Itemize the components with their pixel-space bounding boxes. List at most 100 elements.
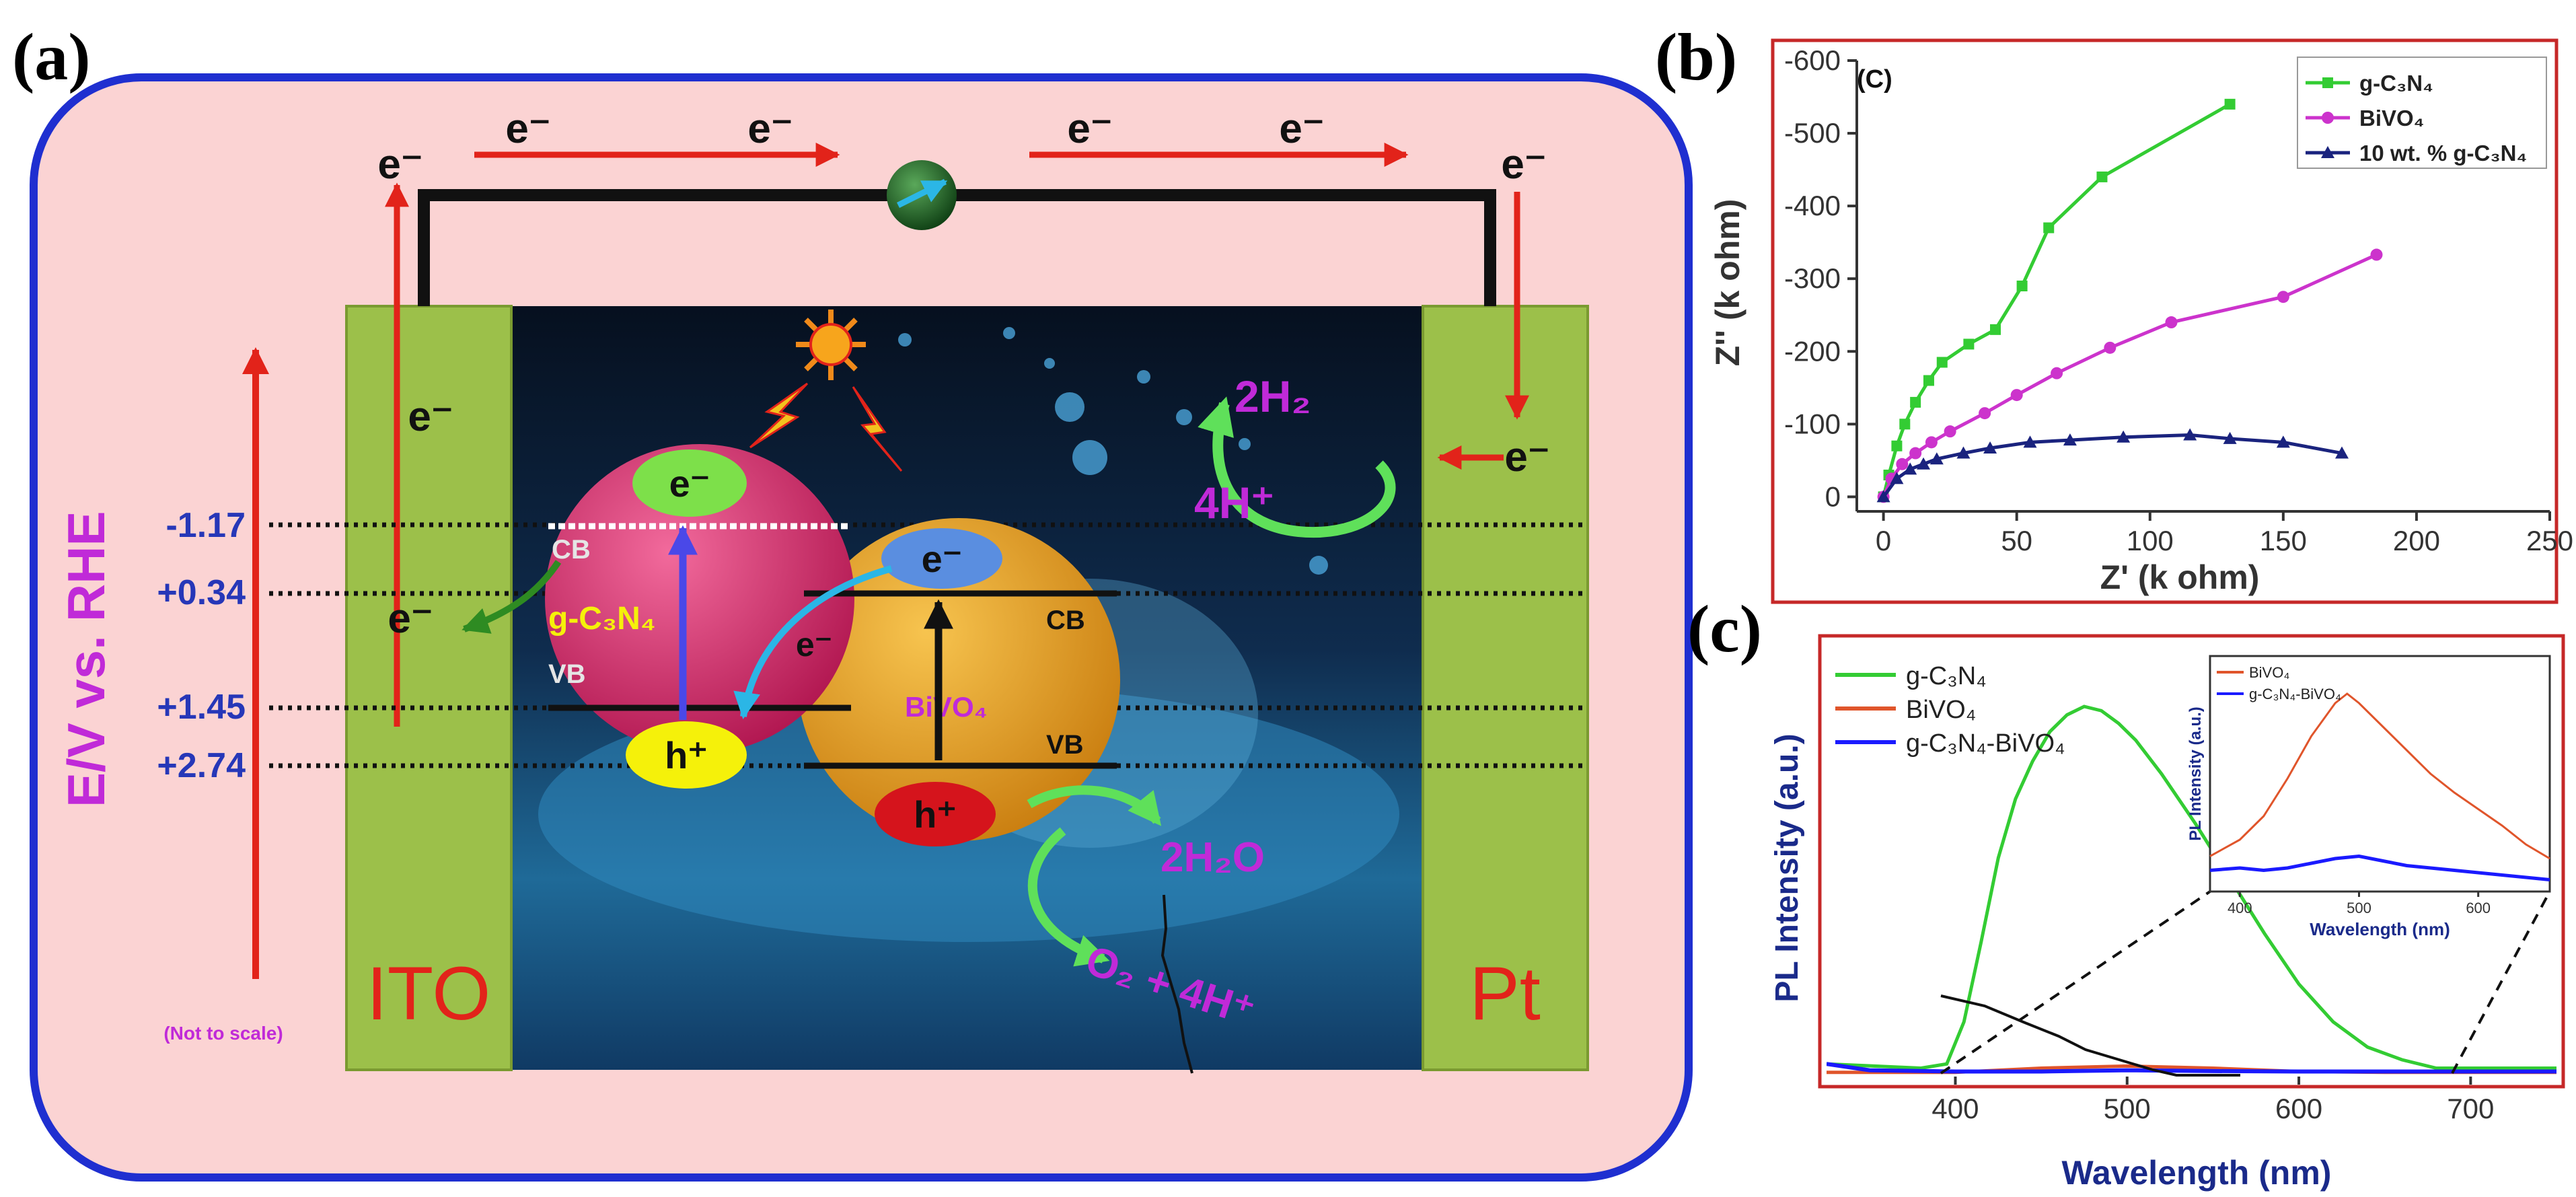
bivo4-hole-oval (875, 782, 996, 846)
water-droplets (898, 327, 1328, 575)
panel-b-inset-tag: (C) (1857, 65, 1892, 94)
y-tick-label: -100 (1784, 408, 1841, 439)
inset-x-tick-label: 600 (2466, 900, 2491, 916)
panel-b-ylabel: Z'' (k ohm) (1709, 199, 1746, 367)
data-point (2277, 291, 2289, 303)
oxygen-evolution-arrow (1027, 827, 1110, 967)
data-point (1891, 440, 1903, 451)
y-tick-label: -300 (1784, 262, 1841, 294)
data-point (1925, 436, 1938, 449)
electron-label: e⁻ (408, 394, 453, 440)
data-point (1903, 462, 1917, 475)
panel-a-letter: (a) (12, 20, 91, 94)
electron-label: e⁻ (388, 595, 433, 642)
electron-label: e⁻ (505, 106, 550, 152)
electron-label: e⁻ (922, 538, 963, 580)
potential-label: +2.74 (157, 746, 246, 785)
potential-label: +0.34 (157, 573, 246, 612)
data-point (1944, 425, 1956, 438)
data-point (1990, 324, 2001, 335)
x-tick-label: 700 (2447, 1093, 2494, 1124)
data-point (2063, 433, 2077, 446)
svg-text:E/V vs.RHE: E/V vs. RHE (57, 511, 116, 807)
y-tick-label: -600 (1784, 44, 1841, 76)
y-tick-label: -500 (1784, 117, 1841, 149)
crack-line (1161, 894, 1193, 1074)
data-point (1896, 458, 1909, 470)
axis-title: E/V vs. RHE (57, 511, 116, 807)
data-point (2335, 446, 2349, 459)
inset-x-tick-label: 400 (2228, 900, 2252, 916)
electron-label: e⁻ (796, 626, 832, 663)
x-tick-label: 600 (2275, 1093, 2322, 1124)
inset-frame (2209, 655, 2551, 893)
electron-label: e⁻ (1279, 106, 1324, 152)
sun-icon (796, 310, 866, 380)
x-tick-label: 100 (2127, 525, 2174, 556)
x-tick-label: 0 (1876, 525, 1891, 556)
data-point (1963, 338, 1975, 350)
data-point (2165, 316, 2178, 329)
inset-series-line (2209, 854, 2550, 881)
electron-label: e⁻ (1501, 141, 1546, 188)
plot-area (1876, 98, 2383, 503)
data-point (2276, 435, 2290, 448)
series-line (1827, 704, 2556, 1071)
data-point (1899, 419, 1911, 430)
data-point (2183, 428, 2197, 441)
h2-evolution-arrow (1198, 396, 1396, 538)
legend-label: g-C₃N₄ (2359, 71, 2433, 96)
potential-label: +1.45 (157, 688, 246, 727)
legend-label: 10 wt. % g-C₃N₄ (2359, 141, 2527, 166)
ito-label: ITO (367, 951, 491, 1036)
electron-label: e⁻ (1504, 434, 1549, 480)
hole-label: h⁺ (665, 734, 708, 776)
load-arrow (896, 178, 948, 209)
y-tick-label: -200 (1784, 335, 1841, 367)
data-point (2043, 222, 2055, 233)
electron-label: e⁻ (669, 462, 710, 505)
y-tick-label: 0 (1825, 480, 1841, 512)
data-point (1909, 447, 1922, 460)
data-point (1929, 452, 1944, 465)
stray-trace (1940, 994, 2240, 1077)
panel-b-xlabel: Z' (k ohm) (2100, 558, 2260, 596)
bivo4-cb-label: CB (1046, 606, 1085, 635)
electron-transfer-arrow (733, 565, 893, 719)
gcn-label: g-C₃N₄ (548, 601, 656, 637)
data-point (1910, 396, 1921, 408)
zoom-guide (1940, 890, 2211, 1075)
legend-marker (2321, 146, 2334, 158)
inset-legend-label: BiVO₄ (2249, 664, 2289, 681)
data-point (2117, 430, 2131, 443)
bivo4-label: BiVO₄ (905, 691, 988, 723)
gcn-sphere (545, 444, 854, 754)
h-plus-label: 4H⁺ (1194, 478, 1274, 528)
water-oxidation-arrow (1027, 785, 1162, 826)
not-to-scale-note: (Not to scale) (163, 1023, 283, 1044)
top-electron-arrows (385, 143, 1529, 727)
data-point (2370, 248, 2383, 261)
data-point (2224, 98, 2236, 110)
plot-area (1827, 704, 2556, 1075)
bivo4-vb-label: VB (1046, 730, 1084, 760)
inset-xlabel: Wavelength (nm) (2310, 919, 2450, 939)
data-point (1956, 446, 1971, 459)
h2-label: 2H₂ (1235, 371, 1311, 421)
data-point (2104, 341, 2117, 354)
gcn-cb-label: CB (552, 535, 591, 565)
axis-title-rhe: RHE (57, 511, 116, 622)
electron-to-ito-arrow (462, 560, 562, 634)
axis-title-e: E/V vs. (57, 635, 116, 807)
data-point (2010, 389, 2023, 402)
light-beam-icon (749, 382, 903, 472)
data-point (2051, 367, 2063, 379)
potential-label: -1.17 (165, 506, 246, 545)
data-point (1917, 457, 1931, 470)
zoom-guide (2451, 891, 2551, 1074)
inset-ylabel: PL Intensity (a.u.) (2186, 706, 2205, 841)
x-tick-label: 500 (2104, 1093, 2151, 1124)
